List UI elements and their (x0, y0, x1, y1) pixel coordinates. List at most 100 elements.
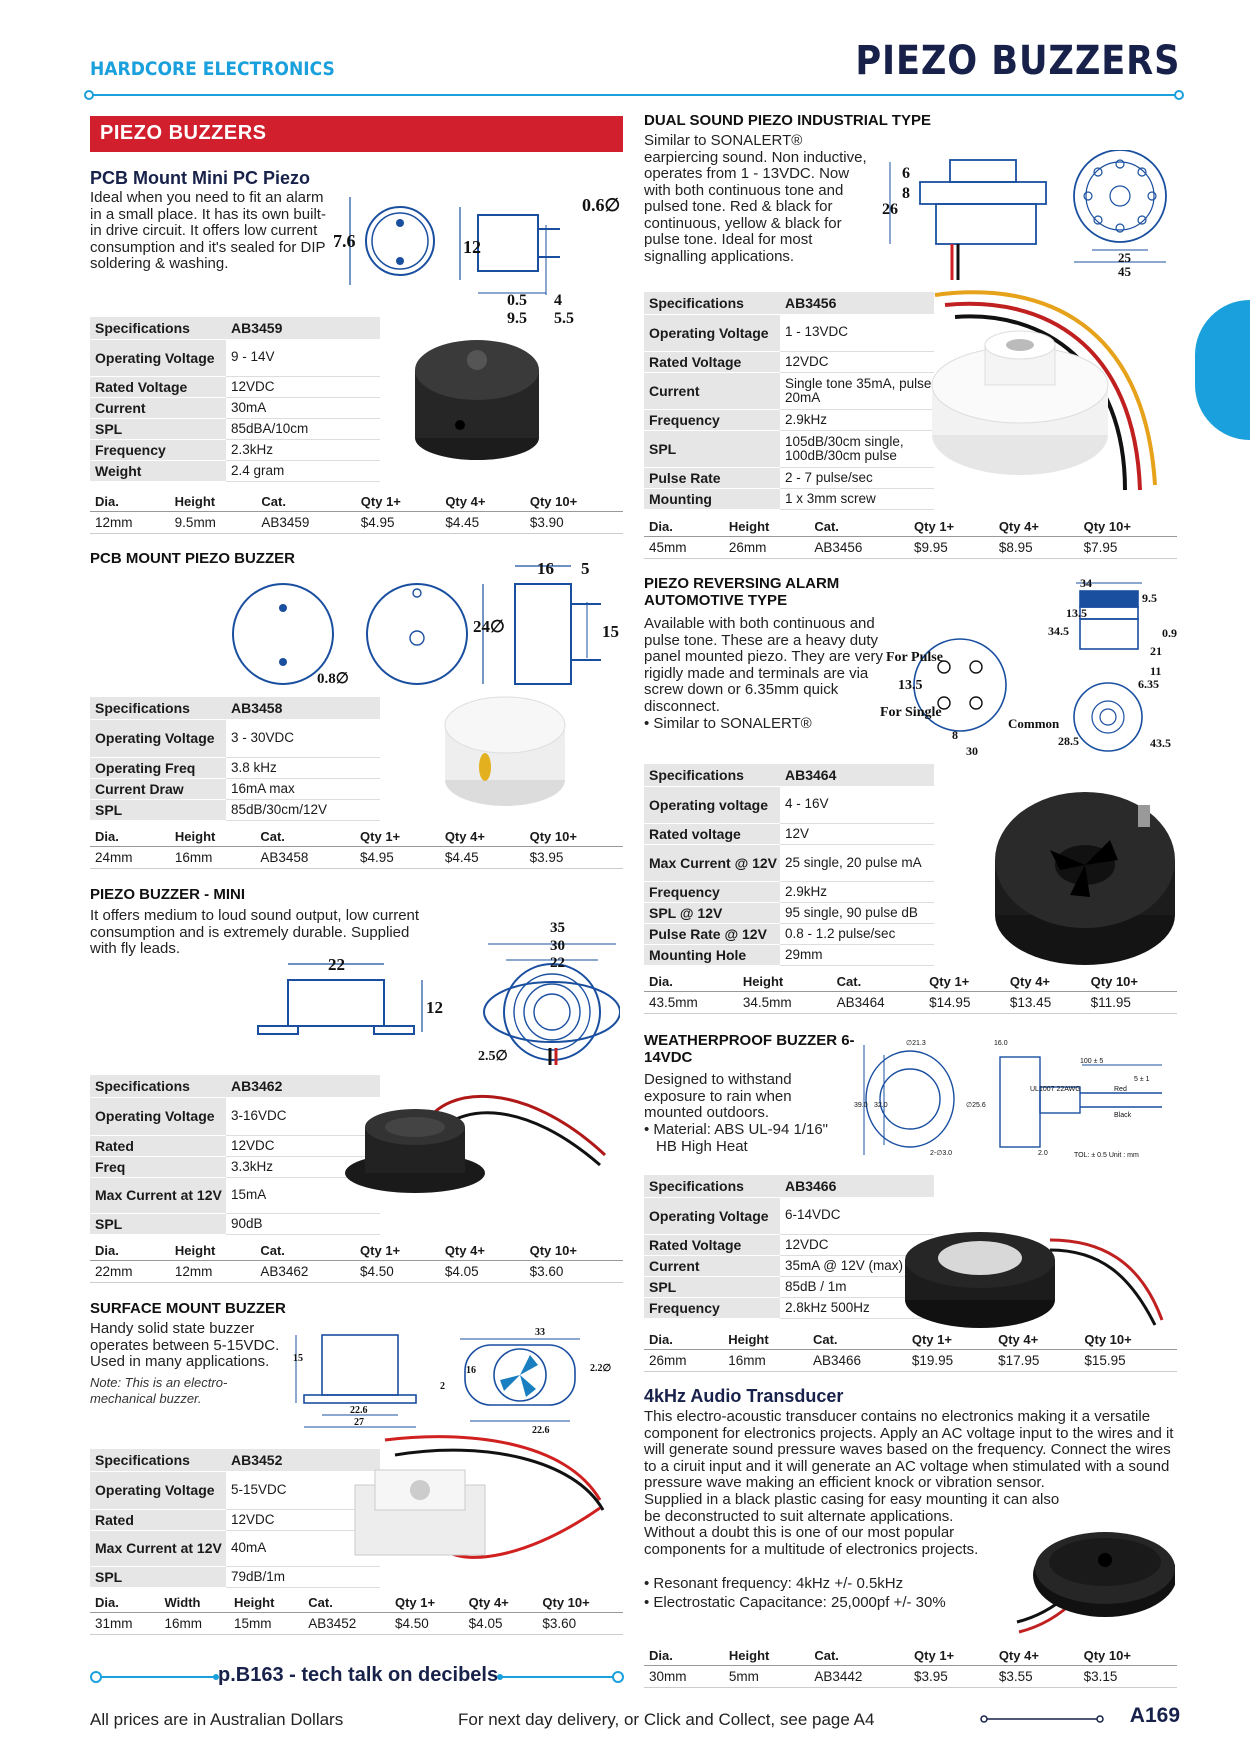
table-cell: 26mm (723, 536, 810, 559)
ab3442-title: 4kHz Audio Transducer (644, 1386, 844, 1406)
table-cell: 2.9kHz (780, 881, 934, 903)
ab3442-description-2: Supplied in a black plastic casing for e… (644, 1491, 1060, 1525)
table-cell: AB3456 (780, 292, 934, 314)
ab3464-dim-7: 11 (1150, 664, 1161, 678)
ab3464-dim-13: 8 (952, 728, 958, 742)
table-cell: Height (169, 827, 256, 847)
table-cell: Mounting (644, 488, 780, 510)
table-cell: 16mA max (226, 778, 380, 800)
ab3462-dim-3: 35 (550, 920, 565, 936)
table-cell: Qty 10+ (1078, 517, 1177, 537)
table-cell: $4.45 (439, 846, 525, 869)
table-cell: Qty 4+ (1004, 972, 1086, 992)
table-cell: SPL (90, 418, 226, 440)
ab3466-description: Designed to withstand exposure to rain w… (644, 1071, 792, 1121)
rule-dot-left (84, 90, 94, 100)
table-cell: 1 - 13VDC (780, 314, 934, 352)
table-cell: 12VDC (226, 1135, 380, 1157)
table-cell: Current (90, 397, 226, 419)
ab3464-dim-10: 13.5 (898, 678, 923, 693)
table-cell: Qty 4+ (993, 1646, 1079, 1666)
ab3466-title: WEATHERPROOF BUZZER 6-14VDC (644, 1032, 855, 1066)
table-cell: Cat. (809, 517, 910, 537)
table-cell: AB3462 (255, 1260, 356, 1283)
ab3464-dim-3: 13.5 (1066, 606, 1087, 620)
table-cell: 3.3kHz (226, 1156, 380, 1178)
table-cell: 2.9kHz (780, 409, 934, 431)
ab3466-dim-7: Black (1114, 1112, 1132, 1119)
ab3466-dimension-drawing: ∅21.3 16.0 100 ± 5 5 ± 1 UL1007 22AWG Re… (854, 1040, 1162, 1159)
table-cell: $3.95 (524, 846, 623, 869)
ab3462-dim-1: 22 (328, 955, 345, 974)
ab3452-title: SURFACE MOUNT BUZZER (90, 1300, 286, 1317)
table-cell: $15.95 (1079, 1349, 1177, 1372)
decibel-link[interactable]: p.B163 - tech talk on decibels (218, 1664, 499, 1686)
ab3466-bullet-1: • Material: ABS UL-94 1/16" (644, 1121, 828, 1138)
section-side-tab (1195, 300, 1250, 440)
table-cell: 16mm (169, 846, 256, 869)
table-cell: 9 - 14V (226, 339, 380, 377)
table-cell: AB3456 (809, 536, 910, 559)
table-cell: Weight (90, 460, 226, 482)
table-cell: AB3466 (807, 1349, 907, 1372)
table-cell: Qty 4+ (439, 1241, 525, 1261)
ab3466-dim-11: 2-∅3.0 (930, 1150, 952, 1157)
table-cell: Qty 1+ (909, 1646, 994, 1666)
table-cell: Current Draw (90, 778, 226, 800)
table-cell: $4.50 (389, 1612, 464, 1635)
table-cell: 4 - 16V (780, 786, 934, 824)
table-cell: Cat. (255, 1241, 356, 1261)
ab3459-dimension-drawing: 7.6 12 0.6∅ 0.5 4 9.5 5.5 (333, 195, 620, 327)
ab3452-dimension-drawing: 15 2 22.6 27 33 16 2.2∅ 22.6 (293, 1327, 612, 1435)
delivery-note: For next day delivery, or Click and Coll… (458, 1710, 875, 1729)
table-cell: 12VDC (780, 351, 934, 373)
table-cell: Frequency (644, 881, 780, 903)
ab3456-dimension-drawing: 6 8 26 25 45 (882, 150, 1167, 280)
ab3459-title: PCB Mount Mini PC Piezo (90, 168, 310, 188)
table-cell: Frequency (644, 409, 780, 431)
ab3464-title: PIEZO REVERSING ALARM AUTOMOTIVE TYPE (644, 575, 840, 609)
table-cell: Dia. (644, 1330, 724, 1350)
ab3452-dim-1: 15 (293, 1353, 303, 1364)
ab3464-dim-12: Common (1008, 716, 1060, 731)
ab3464-dim-5: 0.9 (1162, 626, 1177, 640)
table-cell: 24mm (90, 846, 170, 869)
table-cell: SPL (90, 1213, 226, 1235)
ab3452-dim-4: 27 (354, 1417, 364, 1428)
ab3466-dim-3: 100 ± 5 (1080, 1058, 1103, 1065)
table-cell: SPL (644, 1276, 780, 1298)
ab3459-dim-6: 9.5 (507, 310, 527, 327)
ab3458-product-photo (444, 696, 566, 806)
table-cell: $4.05 (463, 1612, 538, 1635)
prices-note: All prices are in Australian Dollars (90, 1710, 344, 1729)
table-cell: AB3464 (831, 991, 925, 1014)
ab3466-dim-9: 32.0 (874, 1102, 888, 1109)
table-cell: Qty 1+ (355, 1241, 440, 1261)
ab3456-description: Similar to SONALERT® earpiercing sound. … (644, 132, 867, 265)
ab3464-dim-2: 9.5 (1142, 591, 1157, 605)
table-cell: Width (159, 1593, 229, 1613)
table-cell: $3.60 (524, 1260, 623, 1283)
ab3456-dim-2: 8 (902, 185, 910, 202)
table-cell: Max Current at 12V (90, 1530, 226, 1567)
